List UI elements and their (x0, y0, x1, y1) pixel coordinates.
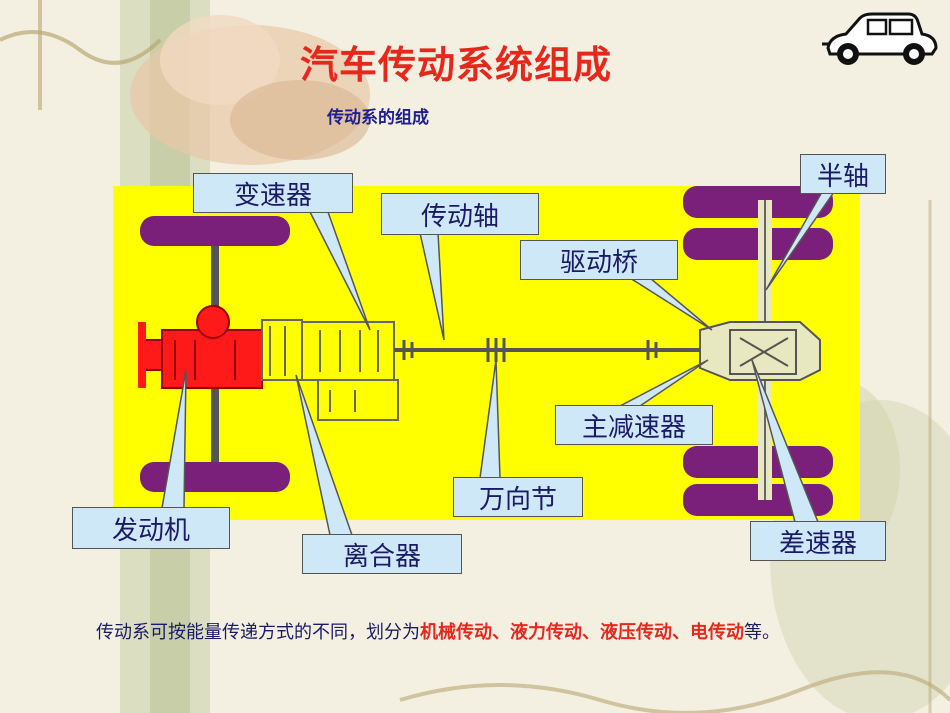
universal-joints (402, 338, 658, 362)
description-text-2: 等。 (744, 622, 780, 643)
front-left-tire (140, 216, 290, 246)
callout-final-drive: 主减速器 (555, 405, 713, 445)
vintage-car-icon (822, 12, 938, 65)
callout-engine: 发动机 (72, 507, 230, 549)
callout-drive-axle: 驱动桥 (520, 240, 678, 280)
final-drive-housing (699, 321, 821, 381)
engine-block (138, 305, 263, 389)
slide-title: 汽车传动系统组成 (300, 43, 613, 87)
description-highlight: 机械传动、液力传动、液压传动、电传动 (420, 622, 744, 643)
callout-gearbox: 变速器 (193, 173, 353, 213)
slide-subtitle: 传动系的组成 (327, 108, 429, 128)
clutch-gearbox-drawing (261, 319, 399, 421)
callout-differential: 差速器 (750, 521, 886, 561)
callout-clutch: 离合器 (302, 534, 462, 574)
callout-universal-joint: 万向节 (453, 477, 583, 517)
description-paragraph: 传动系可按能量传递方式的不同，划分为机械传动、液力传动、液压传动、电传动等。 (60, 616, 850, 650)
callout-driveshaft: 传动轴 (381, 193, 539, 235)
front-right-tire (140, 462, 290, 492)
description-text-1: 传动系可按能量传递方式的不同，划分为 (96, 622, 420, 643)
callout-halfshaft: 半轴 (800, 154, 886, 194)
